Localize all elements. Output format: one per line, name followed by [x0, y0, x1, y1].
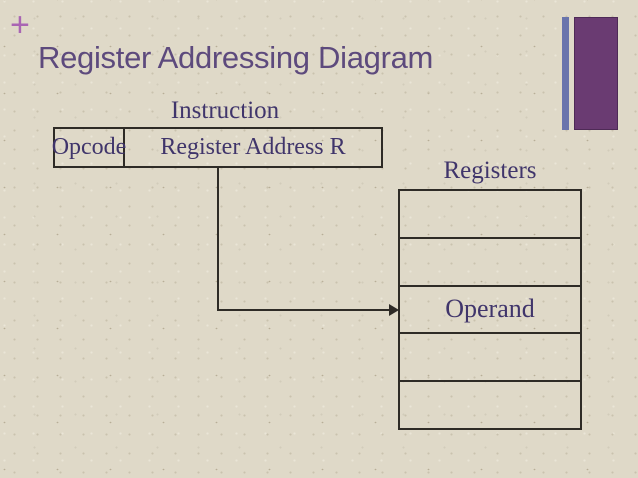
plus-decoration-icon: +: [10, 6, 30, 44]
instruction-box: Opcode Register Address R: [52, 127, 383, 168]
register-row: [400, 334, 580, 383]
accent-bar-wide: [574, 17, 618, 130]
register-row-operand: Operand: [400, 287, 580, 335]
registers-table: Operand: [398, 189, 582, 430]
register-select-arrow-vertical-segment: [217, 168, 219, 311]
register-select-arrowhead-icon: [389, 304, 399, 316]
register-row: [400, 239, 580, 287]
instruction-label: Instruction: [170, 97, 280, 124]
opcode-field: Opcode: [52, 129, 126, 166]
register-row: [400, 382, 580, 428]
register-row: [400, 191, 580, 239]
slide-title: Register Addressing Diagram: [38, 40, 434, 75]
register-address-field: Register Address R: [160, 134, 346, 160]
accent-bar-thin: [562, 17, 569, 130]
registers-label: Registers: [443, 157, 537, 184]
register-select-arrow-horizontal-segment: [217, 309, 391, 311]
